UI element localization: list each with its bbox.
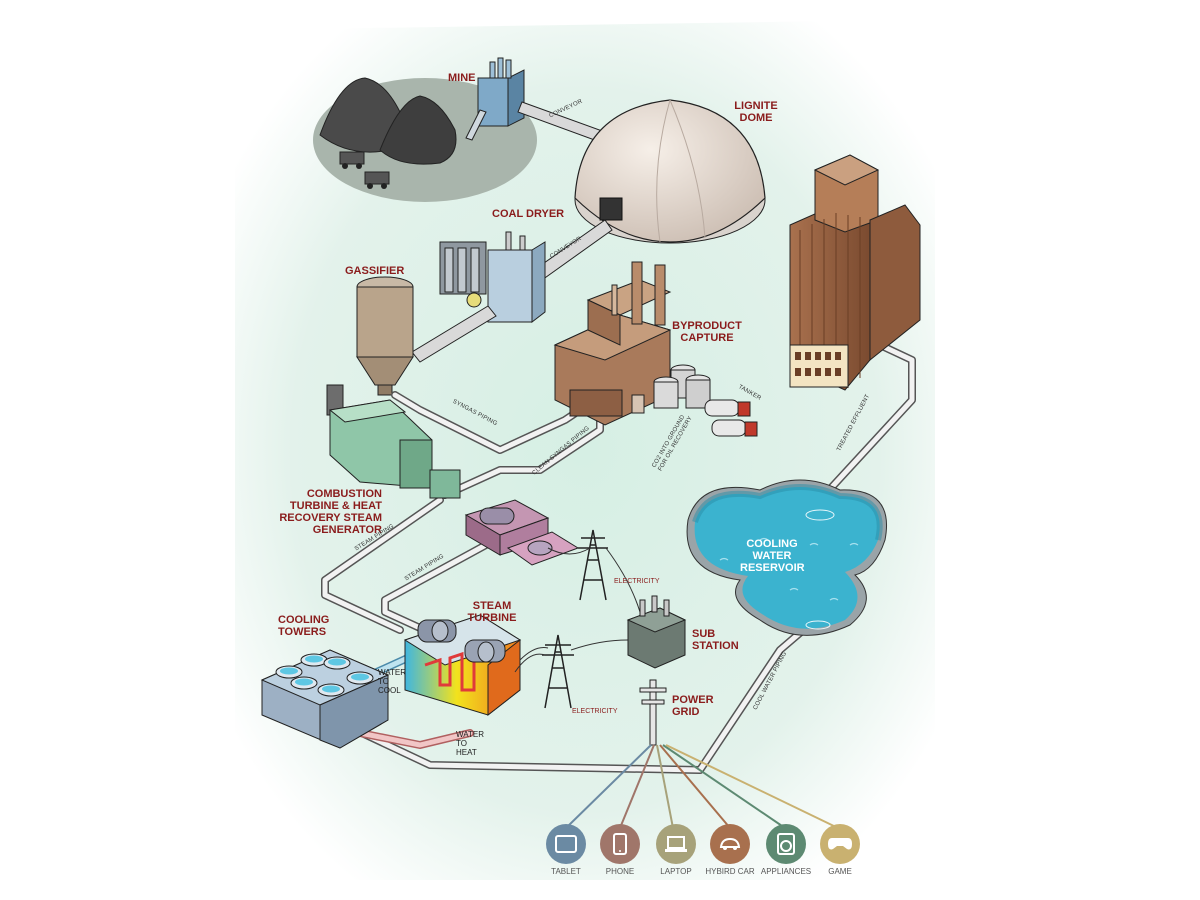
device-label: GAME xyxy=(828,867,852,876)
electricity-label-1: ELECTRICITY xyxy=(614,578,660,585)
combustion-turbine xyxy=(326,384,461,499)
device-laptop: LAPTOP xyxy=(654,824,698,876)
mine-building xyxy=(465,57,525,141)
power-grid-label: POWER GRID xyxy=(672,694,714,718)
gassifier-label: GASSIFIER xyxy=(345,265,405,277)
laptop-icon xyxy=(656,824,696,864)
cooling-towers xyxy=(260,649,390,749)
transmission-tower-1 xyxy=(578,529,608,601)
cooling-towers-label: COOLING TOWERS xyxy=(278,614,330,638)
gassifier xyxy=(356,276,414,396)
device-label: HYBIRD CAR xyxy=(705,867,755,876)
steam-turbine xyxy=(403,614,522,717)
coal-dryer xyxy=(439,231,546,324)
byproduct-capture xyxy=(553,261,672,426)
car-icon xyxy=(710,824,750,864)
water-to-heat-label: WATER TO HEAT xyxy=(456,730,484,757)
byproduct-capture-label: BYPRODUCT CAPTURE xyxy=(672,320,742,344)
transmission-tower-2 xyxy=(542,634,574,709)
coal-dryer-label: COAL DRYER xyxy=(492,208,565,220)
phone-icon xyxy=(600,824,640,864)
gas-turbine-generator xyxy=(464,499,580,566)
power-lines xyxy=(514,547,641,673)
office-tower xyxy=(789,154,921,391)
electricity-label-2: ELECTRICITY xyxy=(572,708,618,715)
device-label: LAPTOP xyxy=(660,867,692,876)
lignite-dome-label: LIGNITE DOME xyxy=(734,100,778,124)
mine-cart-1 xyxy=(339,151,365,169)
device-lines xyxy=(565,744,839,829)
cooling-water-reservoir xyxy=(686,479,887,636)
mine-label: MINE xyxy=(448,72,476,84)
mine-cart-2 xyxy=(364,171,390,189)
conveyor-3 xyxy=(411,305,497,363)
device-hybird-car: HYBIRD CAR xyxy=(705,824,755,876)
tablet-icon xyxy=(546,824,586,864)
storage-tanks xyxy=(653,364,711,409)
sub-station xyxy=(626,595,687,669)
cooling-water-reservoir-label: COOLING WATER RESERVOIR xyxy=(740,538,805,574)
device-game: GAME xyxy=(818,824,862,876)
device-label: PHONE xyxy=(605,867,635,876)
device-label: TABLET xyxy=(551,867,581,876)
sub-station-label: SUB STATION xyxy=(692,628,739,652)
device-appliances: APPLIANCES xyxy=(761,824,811,876)
tanker-trucks xyxy=(704,399,758,437)
washer-icon xyxy=(766,824,806,864)
steam-turbine-label: STEAM TURBINE xyxy=(467,600,517,624)
combustion-turbine-label: COMBUSTION TURBINE & HEAT RECOVERY STEAM… xyxy=(279,488,382,536)
gamepad-icon xyxy=(820,824,860,864)
device-label: APPLIANCES xyxy=(760,867,812,876)
lignite-dome xyxy=(574,99,766,244)
coal-pile-2 xyxy=(379,95,457,165)
water-to-cool-label: WATER TO COOL xyxy=(378,668,406,695)
device-phone: PHONE xyxy=(598,824,642,876)
device-tablet: TABLET xyxy=(544,824,588,876)
